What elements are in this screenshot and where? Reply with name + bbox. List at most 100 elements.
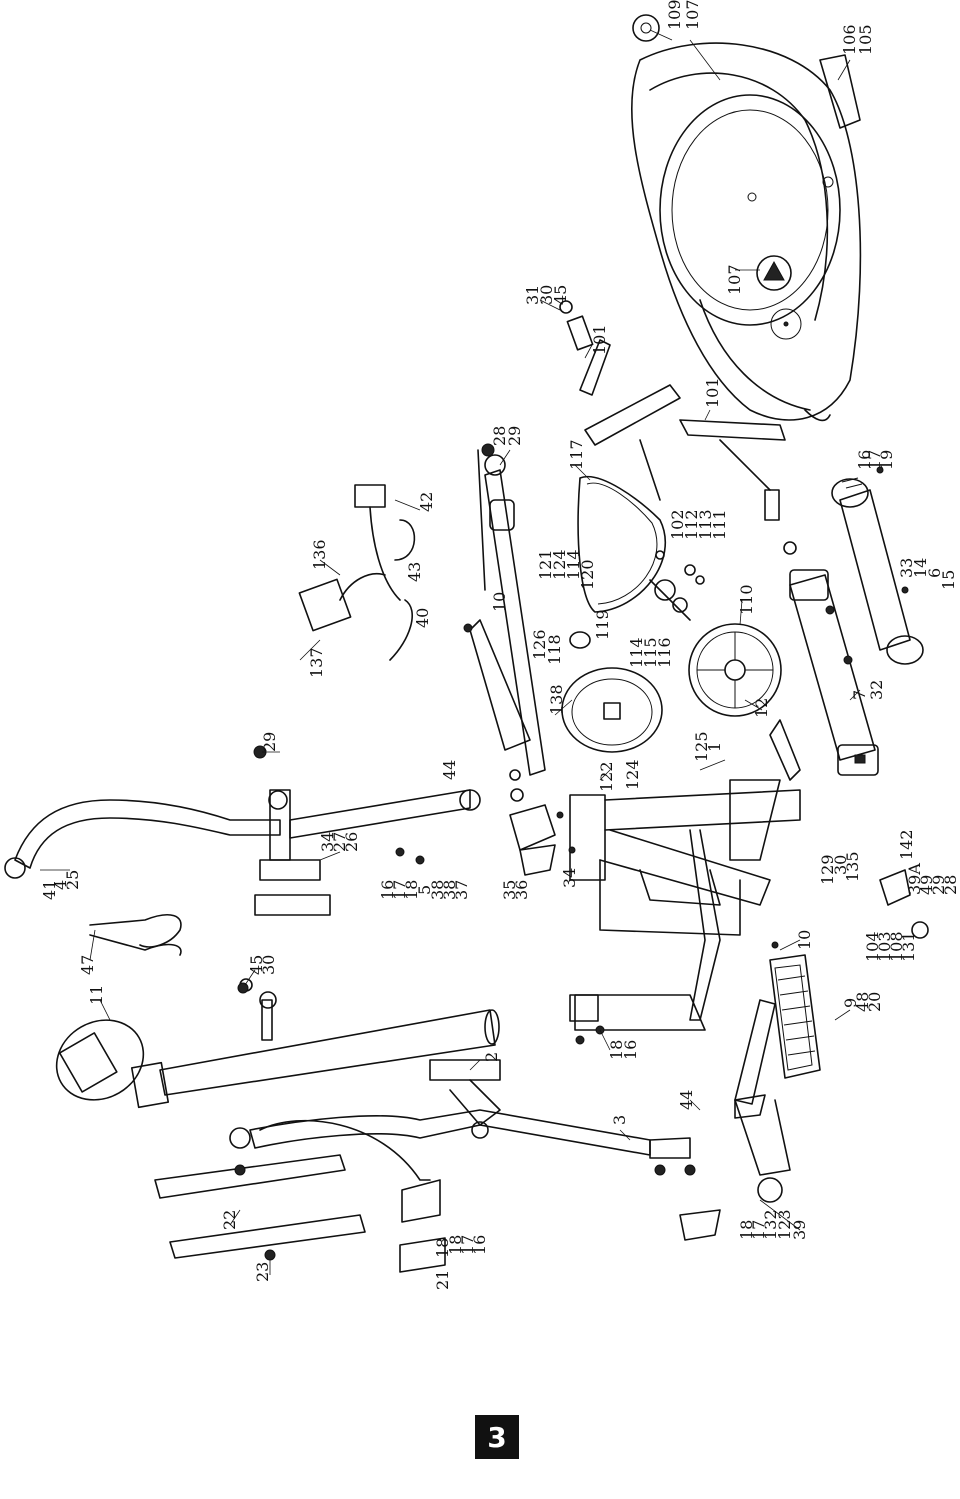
bolts bbox=[237, 443, 909, 1176]
part-label: 34 bbox=[318, 832, 337, 852]
part-label: 17 bbox=[865, 450, 884, 470]
pulley-wheel bbox=[688, 623, 782, 717]
part-label: 39A bbox=[905, 863, 924, 895]
part-label: 124 bbox=[623, 759, 642, 790]
part-label: 44 bbox=[677, 1090, 696, 1110]
part-label: 39 bbox=[790, 1220, 809, 1240]
front-stabilizer bbox=[831, 477, 924, 665]
part-label: 101 bbox=[703, 377, 722, 408]
part-label: 25 bbox=[63, 870, 82, 890]
part-label: 29 bbox=[260, 732, 279, 752]
part-label: 48 bbox=[853, 992, 872, 1012]
part-label: 142 bbox=[897, 829, 916, 860]
part-label: 17 bbox=[458, 1235, 477, 1255]
page-number-badge: 3 bbox=[475, 1415, 519, 1459]
part-label: 16 bbox=[378, 880, 397, 900]
part-label: 6 bbox=[925, 568, 944, 578]
part-label: 135 bbox=[843, 851, 862, 882]
part-label: 30 bbox=[259, 955, 278, 975]
part-label: 5 bbox=[415, 885, 434, 895]
part-label: 7 bbox=[850, 690, 869, 700]
part-label: 110 bbox=[737, 584, 756, 615]
part-label: 122 bbox=[597, 761, 616, 792]
bottle-holder bbox=[89, 914, 182, 956]
main-frame bbox=[569, 719, 801, 1031]
part-label: 101 bbox=[590, 324, 609, 355]
part-label: 131 bbox=[899, 931, 918, 962]
end-cap bbox=[632, 14, 660, 42]
part-label: 114 bbox=[627, 637, 646, 668]
part-label: 105 bbox=[856, 24, 875, 55]
part-label: 34 bbox=[560, 868, 579, 888]
leader-lines bbox=[40, 29, 861, 1275]
part-label: 118 bbox=[545, 634, 564, 665]
part-label: 103 bbox=[875, 931, 894, 962]
swing-arm bbox=[229, 1059, 691, 1159]
part-label: 21 bbox=[433, 1270, 452, 1290]
part-label: 10 bbox=[795, 930, 814, 950]
part-label: 18 bbox=[446, 1235, 465, 1255]
part-label: 40 bbox=[413, 608, 432, 628]
part-label: 33 bbox=[897, 558, 916, 578]
part-label: 138 bbox=[547, 684, 566, 715]
part-label: 112 bbox=[682, 509, 701, 540]
pedal bbox=[769, 954, 821, 1079]
console-post bbox=[159, 978, 500, 1096]
part-label: 35 bbox=[500, 880, 519, 900]
part-label: 28 bbox=[941, 875, 960, 895]
part-label: 121 bbox=[536, 549, 555, 580]
part-label: 11 bbox=[87, 985, 106, 1005]
part-label: 117 bbox=[567, 439, 586, 470]
crank-brackets bbox=[559, 300, 797, 555]
part-label: 19 bbox=[877, 450, 896, 470]
part-label: 129 bbox=[818, 854, 837, 885]
part-label: 113 bbox=[696, 509, 715, 540]
part-label: 126 bbox=[530, 629, 549, 660]
lower-handlebar bbox=[154, 1119, 446, 1273]
part-label: 45 bbox=[247, 955, 266, 975]
part-label: 132 bbox=[761, 1209, 780, 1240]
part-label: 32 bbox=[867, 680, 886, 700]
part-label: 125 bbox=[692, 731, 711, 762]
part-label: 136 bbox=[310, 539, 329, 570]
part-label: 106 bbox=[840, 24, 859, 55]
power-adapter bbox=[354, 484, 416, 661]
part-label: 47 bbox=[78, 955, 97, 975]
part-label: 3 bbox=[610, 1115, 629, 1125]
pivot-brackets bbox=[509, 804, 929, 1241]
part-label: 49 bbox=[917, 875, 936, 895]
part-label: 27 bbox=[330, 832, 349, 852]
part-label: 17 bbox=[390, 880, 409, 900]
upper-handlebar bbox=[4, 789, 481, 916]
part-label: 18 bbox=[737, 1220, 756, 1240]
part-label: 16 bbox=[470, 1235, 489, 1255]
part-label: 124 bbox=[550, 549, 569, 580]
part-label: 45 bbox=[551, 285, 570, 305]
part-label: 29 bbox=[929, 875, 948, 895]
part-label: 44 bbox=[440, 760, 459, 780]
part-label: 22 bbox=[220, 1210, 239, 1230]
part-label: 107 bbox=[725, 264, 744, 295]
part-label: 107 bbox=[683, 0, 702, 30]
part-label: 38 bbox=[440, 880, 459, 900]
part-label: 2 bbox=[482, 1052, 501, 1062]
part-label: 114 bbox=[564, 549, 583, 580]
flywheel-shroud bbox=[630, 42, 862, 422]
part-label: 41 bbox=[40, 880, 59, 900]
part-label: 137 bbox=[307, 647, 326, 678]
part-label: 111 bbox=[710, 509, 729, 540]
part-label: 31 bbox=[523, 285, 542, 305]
part-label: 109 bbox=[665, 0, 684, 30]
part-label: 29 bbox=[505, 426, 524, 446]
part-label: 4 bbox=[51, 880, 70, 890]
part-label: 120 bbox=[578, 559, 597, 590]
part-labels: 109 107 106 105 107 31 30 45 101 101 28 … bbox=[40, 0, 960, 1290]
console bbox=[55, 1019, 170, 1109]
part-label: 18 bbox=[607, 1040, 626, 1060]
part-label: 38 bbox=[428, 880, 447, 900]
part-label: 36 bbox=[512, 880, 531, 900]
part-label: 28 bbox=[490, 426, 509, 446]
part-label: 115 bbox=[641, 637, 660, 668]
part-label: 1 bbox=[705, 742, 724, 752]
